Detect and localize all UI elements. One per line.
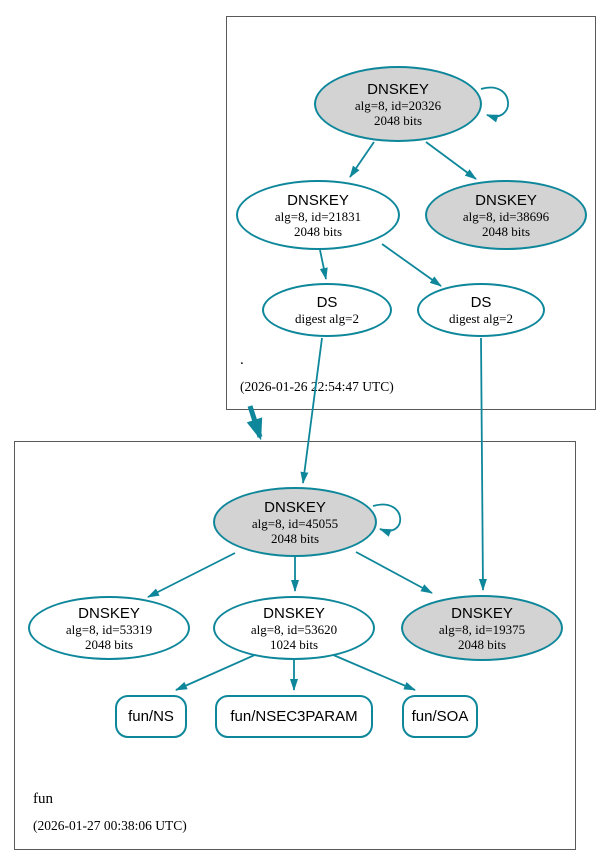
- dnskey-node-20326[interactable]: DNSKEY alg=8, id=20326 2048 bits: [311, 63, 485, 145]
- zone-cluster-fun: [14, 441, 576, 850]
- edge-selfloop-45055: [372, 503, 402, 537]
- node-detail: alg=8, id=21831: [274, 208, 362, 224]
- zone-name-fun: fun: [33, 791, 53, 807]
- edge-21831-to-ds-right: [381, 243, 442, 287]
- dnskey-node-21831[interactable]: DNSKEY alg=8, id=21831 2048 bits: [236, 180, 400, 250]
- node-title: DNSKEY: [367, 80, 429, 98]
- node-detail: alg=8, id=53319: [65, 621, 153, 637]
- dnskey-node-53319[interactable]: DNSKEY alg=8, id=53319 2048 bits: [28, 596, 190, 660]
- edge-20326-to-38696: [425, 141, 477, 180]
- node-title: DS: [316, 294, 338, 311]
- ds-node-left[interactable]: DS digest alg=2: [262, 283, 392, 337]
- node-detail: 2048 bits: [481, 223, 531, 239]
- node-detail: digest alg=2: [448, 311, 514, 326]
- edge-53620-to-soa: [330, 653, 416, 691]
- rrset-node-fun-nsec3param[interactable]: fun/NSEC3PARAM: [215, 695, 373, 738]
- edge-selfloop-20326: [480, 86, 509, 123]
- node-detail: alg=8, id=53620: [250, 621, 338, 637]
- node-detail: alg=8, id=38696: [462, 208, 550, 224]
- node-detail: alg=8, id=19375: [438, 621, 526, 637]
- dnskey-node-20326-inner: DNSKEY alg=8, id=20326 2048 bits: [314, 66, 482, 142]
- node-title: DNSKEY: [264, 498, 326, 516]
- edge-45055-to-53319: [147, 552, 236, 598]
- zone-timestamp-fun: (2026-01-27 00:38:06 UTC): [33, 818, 187, 833]
- zone-cluster-root: [226, 16, 596, 410]
- node-detail: 2048 bits: [373, 112, 423, 128]
- zone-name-root: .: [240, 352, 244, 368]
- node-detail: 2048 bits: [293, 223, 343, 239]
- node-detail: digest alg=2: [294, 311, 360, 326]
- rrset-node-fun-ns[interactable]: fun/NS: [115, 695, 187, 738]
- node-detail: 2048 bits: [270, 530, 320, 546]
- ds-node-right[interactable]: DS digest alg=2: [417, 283, 545, 337]
- edge-45055-to-19375: [355, 551, 433, 594]
- dnskey-node-45055[interactable]: DNSKEY alg=8, id=45055 2048 bits: [213, 487, 377, 557]
- node-title: DS: [470, 294, 492, 311]
- rrset-label: fun/NSEC3PARAM: [230, 708, 358, 725]
- edge-ds-left-to-45055: [300, 337, 323, 484]
- edge-21831-to-ds-left: [319, 249, 328, 280]
- edge-53620-to-ns: [175, 653, 258, 691]
- node-detail: 2048 bits: [457, 636, 507, 652]
- rrset-node-fun-soa[interactable]: fun/SOA: [402, 695, 478, 738]
- dnskey-node-53620[interactable]: DNSKEY alg=8, id=53620 1024 bits: [213, 596, 375, 660]
- node-title: DNSKEY: [451, 604, 513, 622]
- node-detail: 1024 bits: [269, 636, 319, 652]
- dnskey-node-38696[interactable]: DNSKEY alg=8, id=38696 2048 bits: [425, 180, 587, 250]
- rrset-label: fun/SOA: [411, 708, 469, 725]
- rrset-label: fun/NS: [128, 708, 174, 725]
- edge-delegation-root-to-fun: [246, 405, 263, 441]
- node-title: DNSKEY: [263, 604, 325, 622]
- dnskey-node-19375[interactable]: DNSKEY alg=8, id=19375 2048 bits: [401, 595, 563, 661]
- node-title: DNSKEY: [287, 191, 349, 209]
- node-title: DNSKEY: [475, 191, 537, 209]
- node-detail: alg=8, id=20326: [354, 97, 442, 113]
- zone-timestamp-root: (2026-01-26 22:54:47 UTC): [240, 379, 394, 394]
- node-title: DNSKEY: [78, 604, 140, 622]
- edge-20326-to-21831: [349, 141, 375, 178]
- node-detail: alg=8, id=45055: [251, 515, 339, 531]
- edge-ds-right-to-19375: [478, 337, 487, 591]
- node-detail: 2048 bits: [84, 636, 134, 652]
